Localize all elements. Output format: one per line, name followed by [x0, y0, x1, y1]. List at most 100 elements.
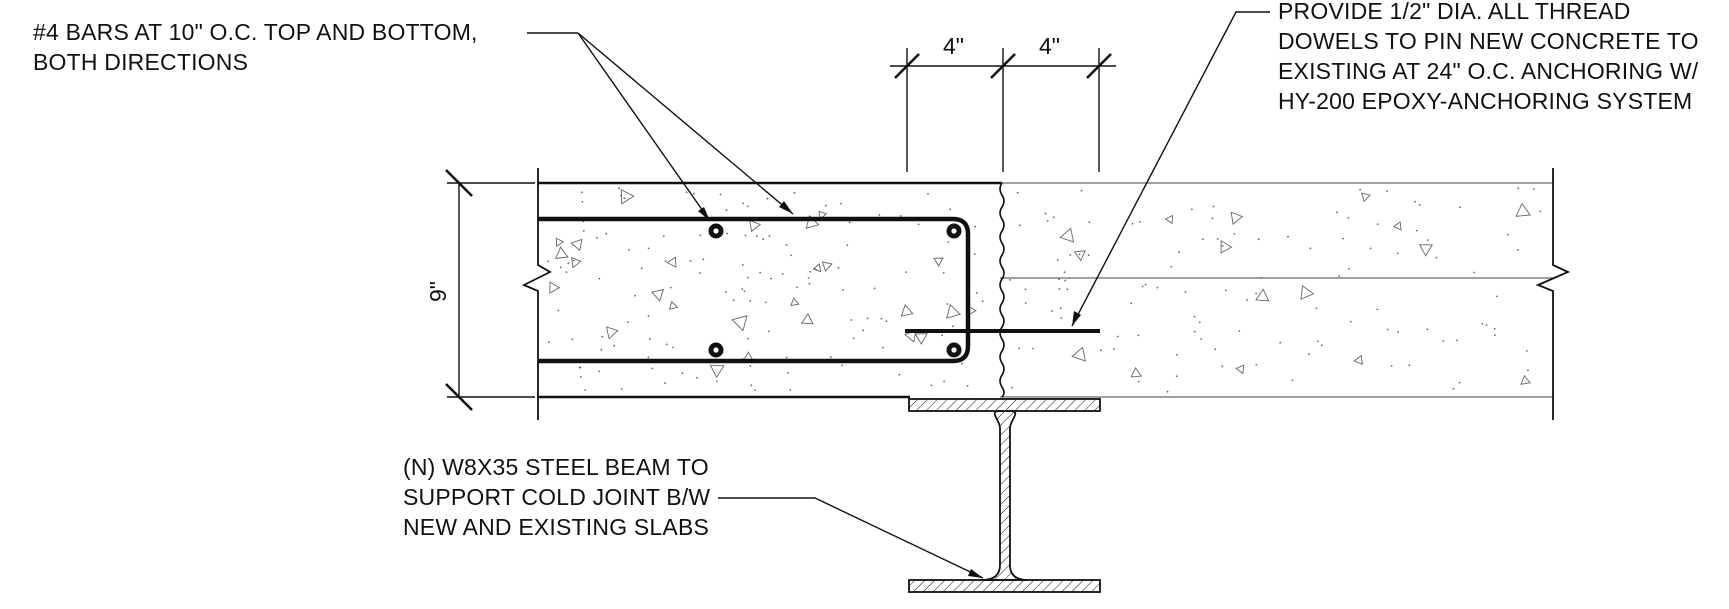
- stipple-dot: [1349, 320, 1352, 323]
- stipple-dot: [747, 337, 749, 340]
- stipple-dot: [1059, 307, 1062, 310]
- stipple-dot: [626, 321, 629, 323]
- stipple-dot: [880, 317, 883, 320]
- stipple-dot: [623, 197, 626, 200]
- stipple-dot: [1138, 221, 1141, 223]
- stipple-dot: [1024, 302, 1027, 304]
- stipple-aggregate: [666, 256, 677, 268]
- stipple-dot: [1221, 245, 1224, 247]
- stipple-dot: [841, 364, 843, 367]
- stipple-dot: [1426, 328, 1429, 331]
- stipple-dot: [842, 288, 844, 291]
- stipple-dot: [1178, 251, 1180, 254]
- stipple-dot: [850, 319, 853, 321]
- stipple-dot: [1198, 321, 1201, 324]
- stipple-aggregate: [946, 303, 961, 319]
- stipple-dot: [1452, 387, 1455, 390]
- stipple-aggregate: [818, 210, 828, 220]
- stipple-dot: [787, 371, 789, 374]
- stipple-dot: [848, 221, 851, 224]
- stipple-aggregate: [549, 281, 561, 294]
- stipple-dot: [1257, 238, 1260, 241]
- stipple-dot: [781, 273, 784, 275]
- stipple-dot: [601, 335, 604, 338]
- stipple-dot: [732, 299, 735, 302]
- stipple-dot: [1175, 375, 1178, 378]
- stipple-dot: [1113, 348, 1115, 350]
- stipple-dot: [1009, 279, 1011, 281]
- stipple-dot: [547, 260, 550, 263]
- stipple-dot: [839, 202, 842, 205]
- stipple-dot: [605, 232, 608, 235]
- stipple-dot: [785, 244, 788, 246]
- stipple-dot: [1342, 237, 1344, 240]
- stipple-dot: [1386, 190, 1388, 192]
- stipple-dot: [580, 191, 583, 194]
- stipple-dot: [702, 258, 705, 261]
- stipple-dot: [1308, 353, 1310, 356]
- stipple-dot: [768, 235, 771, 237]
- stipple-dot: [974, 225, 976, 228]
- stipple-dot: [1137, 334, 1140, 337]
- stipple-dot: [1016, 191, 1019, 194]
- stipple-aggregate: [933, 257, 944, 267]
- stipple-dot: [1212, 205, 1215, 208]
- left-break-line: [521, 168, 552, 420]
- stipple-dot: [600, 348, 603, 351]
- stipple-dot: [584, 389, 587, 391]
- stipple-dot: [1225, 289, 1227, 292]
- stipple-dot: [565, 271, 568, 273]
- stipple-dot: [1414, 200, 1416, 203]
- stipple-dot: [647, 247, 650, 250]
- existing-slab: [1000, 182, 1553, 398]
- stipple-dot: [1078, 253, 1081, 256]
- stipple-dot: [685, 191, 688, 194]
- stipple-dot: [1080, 189, 1083, 192]
- stipple-dot: [1415, 229, 1418, 232]
- stipple-dot: [981, 300, 984, 303]
- stipple-dot: [1517, 187, 1520, 190]
- stipple-dot: [1459, 206, 1461, 209]
- note-dowels-line-1: PROVIDE 1/2" DIA. ALL THREAD: [1278, 0, 1631, 24]
- stipple-dot: [1494, 334, 1496, 336]
- stipple-dot: [885, 320, 888, 323]
- dim-label-left-offset: 4": [943, 33, 964, 59]
- stipple-dot: [1315, 307, 1318, 310]
- stipple-dot: [862, 329, 865, 332]
- stipple-dot: [620, 388, 623, 390]
- stipple-dot: [581, 201, 584, 203]
- note-beam-line-2: SUPPORT COLD JOINT B/W: [403, 484, 711, 510]
- stipple-aggregate: [749, 219, 762, 233]
- stipple-dot: [927, 193, 929, 195]
- stipple-dot: [689, 260, 692, 262]
- stipple-dot: [941, 334, 943, 337]
- right-break-line: [1535, 168, 1571, 420]
- stipple-dot: [1260, 277, 1262, 279]
- stipple-dot: [808, 282, 811, 285]
- stipple-aggregate: [554, 246, 569, 260]
- stipple-dot: [618, 187, 620, 190]
- stipple-dot: [975, 292, 978, 294]
- stipple-dot: [1193, 315, 1196, 318]
- dimension-slab-thickness: [445, 169, 535, 411]
- stipple-dot: [1156, 286, 1159, 289]
- stipple-dot: [1191, 208, 1193, 211]
- note-dowels-line-2: DOWELS TO PIN NEW CONCRETE TO: [1278, 28, 1699, 54]
- stipple-aggregate: [668, 300, 679, 310]
- stipple-dot: [741, 288, 744, 290]
- stipple-dot: [1137, 380, 1140, 383]
- stipple-dot: [746, 205, 749, 208]
- stipple-dot: [1458, 381, 1461, 384]
- stipple-dot: [1309, 247, 1312, 250]
- stipple-aggregate: [1220, 240, 1233, 254]
- stipple-dot: [796, 286, 799, 289]
- stipple-dot: [1495, 295, 1498, 298]
- stipple-dot: [598, 370, 600, 373]
- stipple-dot: [1100, 349, 1102, 352]
- stipple-dot: [1052, 216, 1055, 219]
- stipple-dot: [1456, 339, 1458, 342]
- stipple-dot: [664, 382, 666, 384]
- stipple-dot: [770, 277, 772, 280]
- stipple-dot: [726, 232, 729, 235]
- stipple-dot: [1390, 365, 1393, 367]
